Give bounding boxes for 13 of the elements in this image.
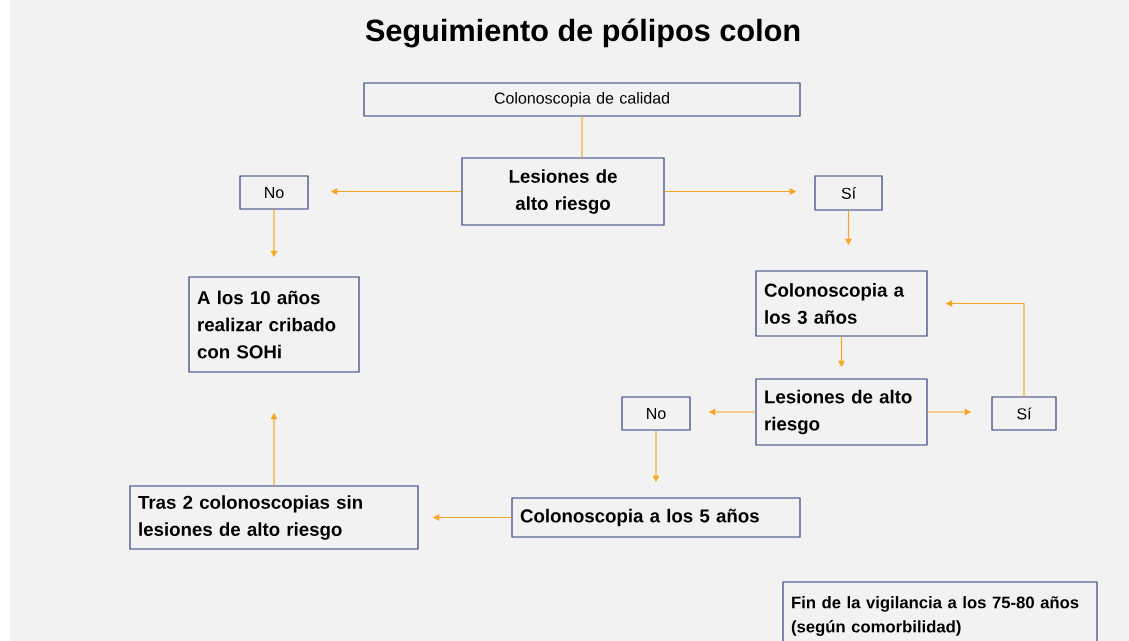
process-box: Tras 2 colonoscopias sin lesiones de alto riesgo bbox=[129, 485, 419, 550]
answer-box: Sí bbox=[991, 396, 1057, 431]
start-box: Colonoscopia de calidad bbox=[363, 82, 801, 117]
note-box: Fin de la vigilancia a los 75-80 años (según comorbilidad) bbox=[782, 581, 1098, 641]
answer-box: No bbox=[621, 396, 691, 431]
process-box: Colonoscopia a los 5 años bbox=[511, 497, 801, 538]
answer-box: No bbox=[239, 175, 309, 210]
process-box: Lesiones de alto riesgo bbox=[461, 157, 665, 226]
process-box: Lesiones de alto riesgo bbox=[755, 378, 928, 446]
title: Seguimiento de pólipos colon bbox=[365, 18, 800, 48]
process-box: Colonoscopia a los 3 años bbox=[755, 270, 928, 337]
answer-box: Sí bbox=[814, 175, 883, 211]
process-box: A los 10 años realizar cribado con SOHi bbox=[188, 276, 360, 373]
